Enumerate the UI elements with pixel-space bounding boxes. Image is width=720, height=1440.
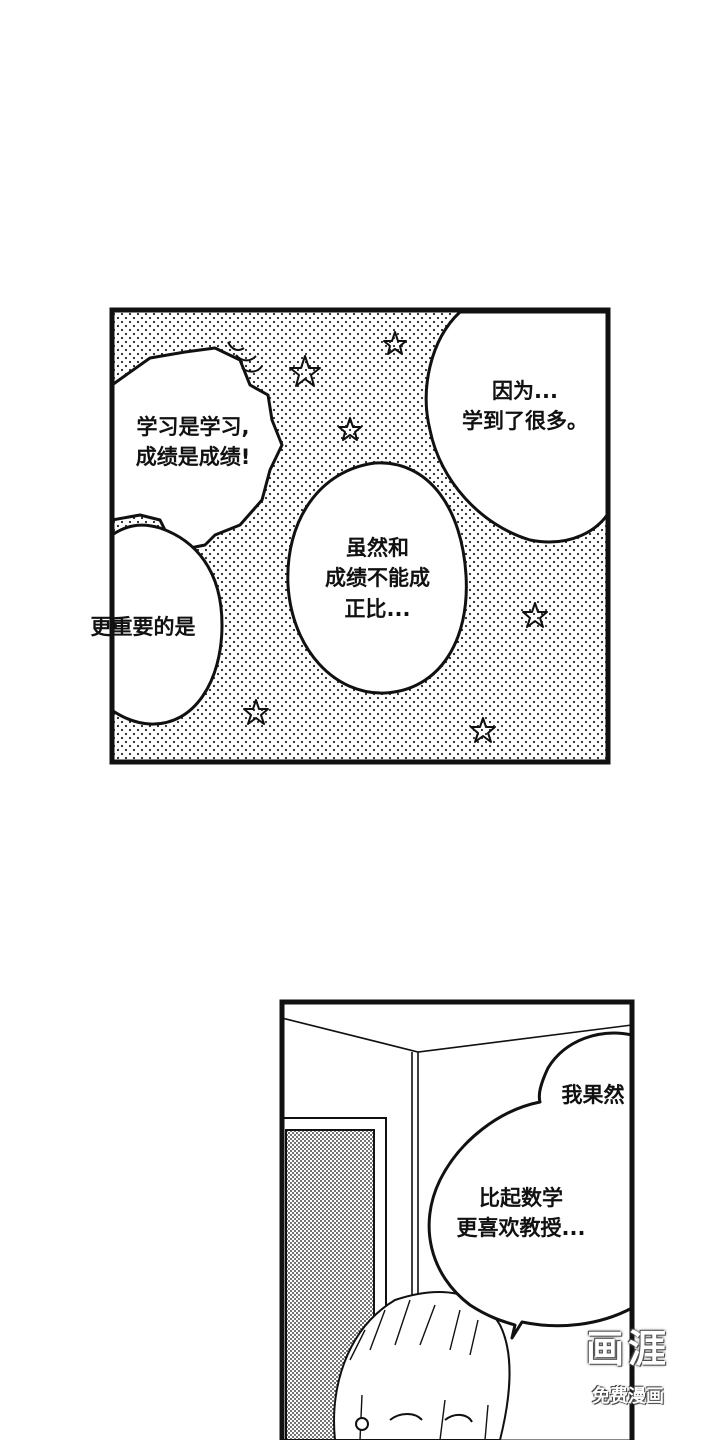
bubble-line: 比起数学	[479, 1186, 563, 1210]
bubble-text-center: 虽然和 成绩不能成 正比...	[300, 533, 455, 624]
panel-1	[109, 307, 611, 765]
watermark: 画涯 免费漫画	[566, 1318, 690, 1420]
speech-bubble-right	[424, 310, 608, 544]
speech-bubble-panel-2	[427, 1031, 632, 1340]
bubble-line: 虽然和	[346, 536, 409, 560]
bubble-line: 成绩不能成	[325, 566, 430, 591]
bubble-text-right: 因为... 学到了很多。	[450, 376, 600, 437]
bubble-line: 更重要的是	[90, 615, 196, 639]
bubble-text-panel-2-main: 比起数学 更喜欢教授...	[436, 1183, 606, 1244]
bubble-text-panel-2-top: 我果然	[548, 1080, 638, 1110]
sparkle-stars	[243, 331, 548, 743]
bubble-line: 更喜欢教授...	[456, 1216, 586, 1241]
bubble-line: 成绩是成绩!	[135, 445, 251, 470]
bubble-line: 学到了很多。	[462, 409, 588, 434]
panel-2-border	[279, 999, 635, 1440]
panel-2	[279, 999, 635, 1440]
bubble-text-left: 学习是学习, 成绩是成绩!	[118, 412, 268, 473]
emotion-marks	[227, 341, 263, 373]
character-head	[333, 1291, 511, 1440]
speech-bubble-left-spiky	[112, 346, 284, 550]
bubble-line: 正比...	[344, 596, 411, 621]
bubble-text-lower-left: 更重要的是	[68, 612, 218, 642]
speech-bubble-center	[286, 461, 468, 695]
bubble-line: 学习是学习,	[136, 415, 250, 439]
bubble-line: 因为...	[492, 379, 558, 403]
watermark-subtitle: 免费漫画	[592, 1386, 664, 1407]
panel-1-border	[109, 307, 611, 765]
speech-bubble-lower-left	[112, 523, 224, 726]
watermark-logo: 画涯	[585, 1327, 670, 1371]
bubble-line: 我果然	[561, 1083, 625, 1107]
